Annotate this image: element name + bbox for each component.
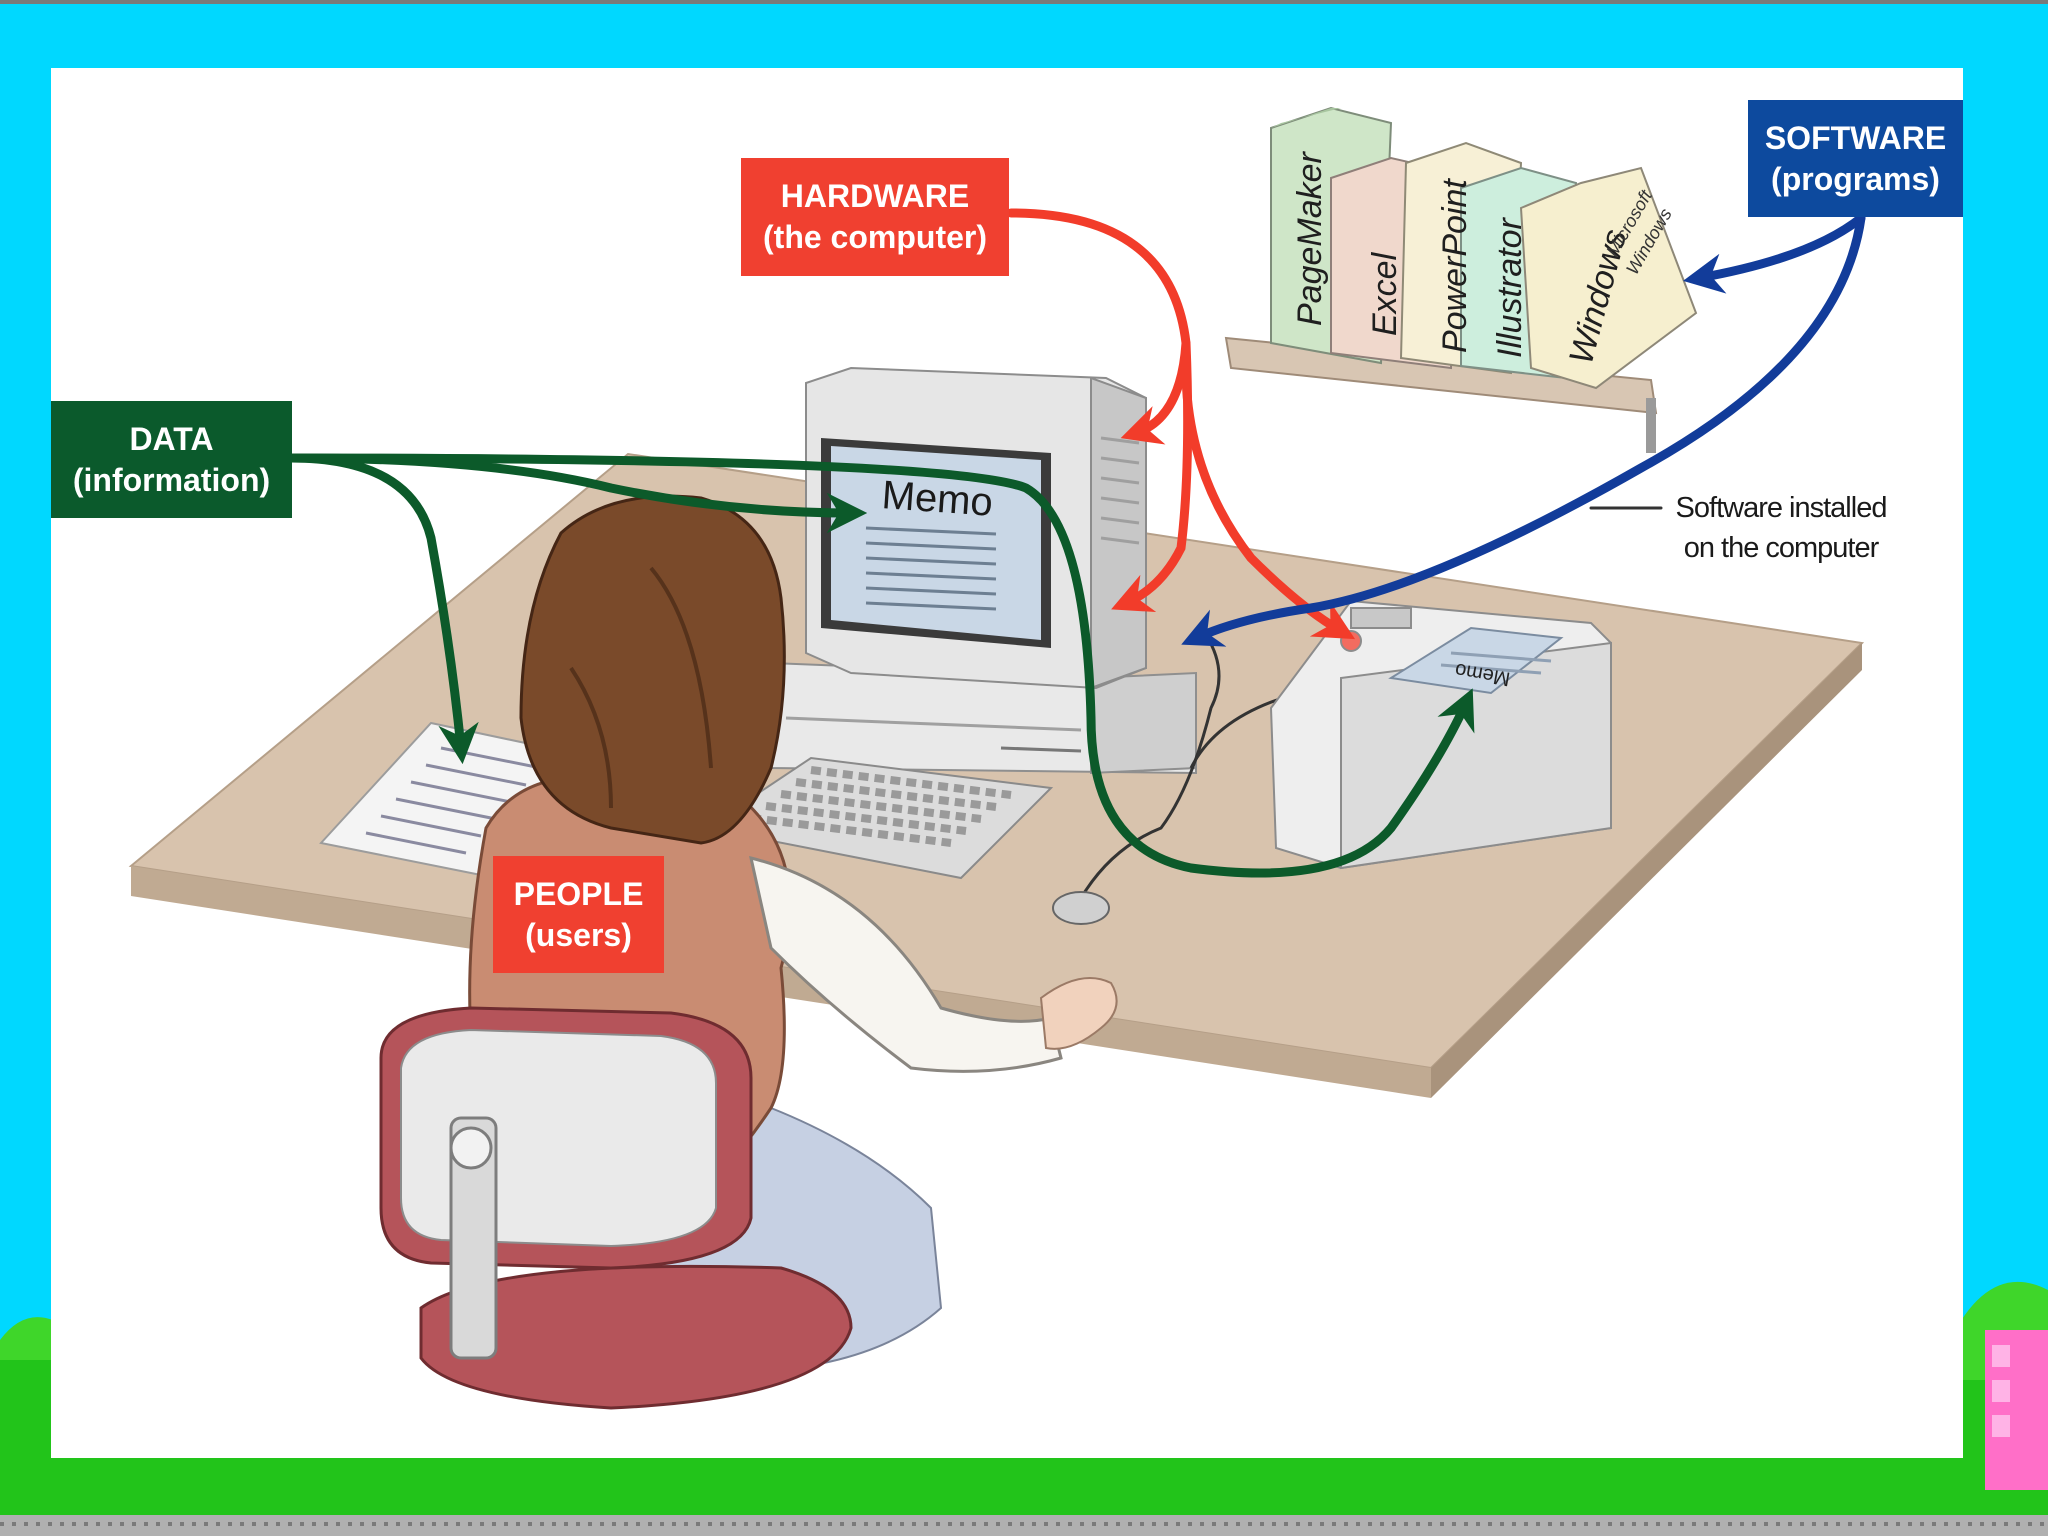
software-arrows: [1181, 213, 1866, 647]
office-chair: [379, 1006, 753, 1360]
software-installed-annotation: Software installed on the computer: [1661, 488, 1901, 568]
data-label-title: DATA: [129, 420, 214, 457]
people-label-subtitle: (users): [525, 916, 632, 953]
mouse-and-cables: [1052, 627, 1322, 925]
diagram-stage: Memo: [51, 68, 1963, 1458]
computer-system-illustration: Memo: [128, 106, 1866, 1410]
people-label: PEOPLE (users): [493, 856, 664, 973]
pink-house-decoration: [1985, 1330, 2048, 1490]
hardware-arrow-to-monitor: [1006, 208, 1191, 445]
hardware-label-title: HARDWARE: [780, 178, 970, 214]
software-installed-annotation-line2: on the computer: [1683, 532, 1880, 564]
data-arrow-to-document: [286, 453, 479, 765]
software-label-subtitle: (programs): [1771, 160, 1940, 197]
software-label-title: SOFTWARE: [1764, 119, 1947, 156]
printer: [1269, 599, 1612, 870]
software-arrow-to-books: [1683, 213, 1866, 294]
software-installed-annotation-line1: Software installed: [1675, 492, 1888, 524]
data-arrows: [286, 453, 1475, 878]
hardware-label: HARDWARE (the computer): [741, 158, 1009, 276]
data-label: DATA (information): [51, 401, 292, 518]
book-powerpoint-title: PowerPoint: [1436, 178, 1474, 353]
hardware-label-subtitle: (the computer): [763, 219, 987, 255]
data-arrow-to-printer: [286, 453, 1475, 878]
book-illustrator-title: Illustrator: [1491, 217, 1529, 358]
people-label-title: PEOPLE: [513, 875, 644, 912]
book-pagemaker-title: PageMaker: [1291, 150, 1329, 326]
keyboard: [703, 756, 1054, 880]
computer-monitor: [805, 366, 1147, 690]
book-windows: [1519, 166, 1698, 390]
book-excel-title: Excel: [1366, 251, 1404, 336]
data-label-subtitle: (information): [72, 461, 271, 498]
software-arrow-to-computer: [1181, 213, 1866, 647]
software-label: SOFTWARE (programs): [1748, 100, 1963, 217]
